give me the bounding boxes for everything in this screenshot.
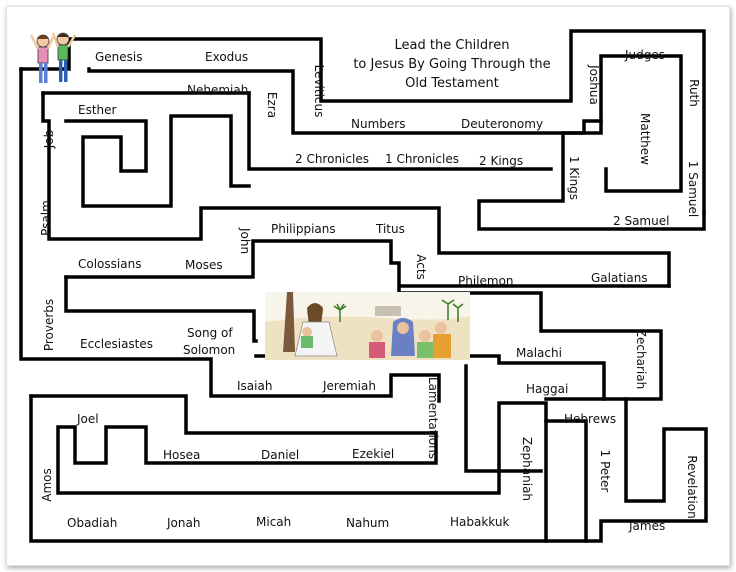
book-label-deuteronomy: Deuteronomy [461,117,544,131]
page-title: Lead the Children to Jesus By Going Thro… [327,37,577,94]
book-label-ezra: Ezra [265,91,279,119]
book-label-nahum: Nahum [346,516,390,530]
book-label-exodus: Exodus [205,50,249,64]
book-label-2-samuel: 2 Samuel [613,214,670,228]
book-label-acts: Acts [414,254,428,280]
book-label-1-samuel: 1 Samuel [686,160,700,218]
maze-wall [64,275,258,343]
book-label-ruth: Ruth [687,79,701,107]
book-label-daniel: Daniel [261,448,300,462]
maze-wall [41,91,671,288]
title-line: to Jesus By Going Through the [353,56,551,72]
book-label-judges: Judges [625,48,666,62]
book-label-job: Job [42,129,56,149]
maze-wall [87,54,683,193]
maze-wall [29,394,708,543]
book-label-numbers: Numbers [351,117,406,131]
maze-wall [19,29,706,215]
book-label-genesis: Genesis [95,50,143,64]
book-label-matthew: Matthew [638,113,652,165]
title-line: Lead the Children [394,38,510,53]
book-label-joshua: Joshua [587,65,601,105]
book-label-philemon: Philemon [458,274,514,288]
book-label-hosea: Hosea [163,448,201,462]
book-label-colossians: Colossians [78,257,142,271]
maze-wall [464,364,543,473]
maze-sheet: Lead the Children to Jesus By Going Thro… [6,6,730,566]
book-label-galatians: Galatians [591,271,648,285]
book-label-solomon: Solomon [183,343,236,357]
book-label-isaiah: Isaiah [237,379,273,393]
book-label-leviticus: Leviticus [312,64,326,118]
children-start-icon [29,32,77,83]
book-label-proverbs: Proverbs [42,298,56,352]
maze-wall [247,91,553,171]
book-label-james: James [629,519,666,533]
maze-wall [29,394,548,543]
book-label-micah: Micah [256,515,292,529]
book-label-1-chronicles: 1 Chronicles [385,152,459,166]
book-label-nehemiah: Nehemiah [187,83,249,97]
book-label-esther: Esther [78,103,117,117]
book-label-haggai: Haggai [526,382,569,396]
maze-wall [64,239,663,401]
book-label-zechariah: Zechariah [634,328,648,390]
book-label-ezekiel: Ezekiel [352,447,395,461]
jesus-with-children-image [265,292,470,360]
book-label-1-peter: 1 Peter [598,449,612,493]
book-label-revelation: Revelation [685,455,699,519]
book-label-titus: Titus [376,222,405,236]
maze-wall [544,419,588,543]
maze-wall [64,114,251,208]
book-label-zephaniah: Zephaniah [520,436,534,502]
book-label-jonah: Jonah [167,516,201,530]
book-label-obadiah: Obadiah [67,516,118,530]
maze-wall [19,67,441,403]
book-label-lamentations: Lamentations [426,376,440,459]
book-label-hebrews: Hebrews [564,412,617,426]
book-label-joel: Joel [77,412,99,426]
book-label-jeremiah: Jeremiah [323,379,376,393]
book-label-amos: Amos [40,468,54,502]
book-label-malachi: Malachi [516,346,562,360]
book-label-2-kings: 2 Kings [479,154,524,168]
book-label-psalm: Psalm [39,200,53,236]
book-label-1-kings: 1 Kings [567,155,581,201]
book-label-song-of: Song of [187,326,233,340]
book-label-habakkuk: Habakkuk [450,515,510,529]
maze-wall [477,119,706,231]
book-label-2-chronicles: 2 Chronicles [295,152,369,166]
book-label-ecclesiastes: Ecclesiastes [80,337,154,351]
book-label-john: John [238,227,252,255]
book-label-philippians: Philippians [271,222,336,236]
book-label-moses: Moses [185,258,223,272]
title-line: Old Testament [405,75,499,91]
